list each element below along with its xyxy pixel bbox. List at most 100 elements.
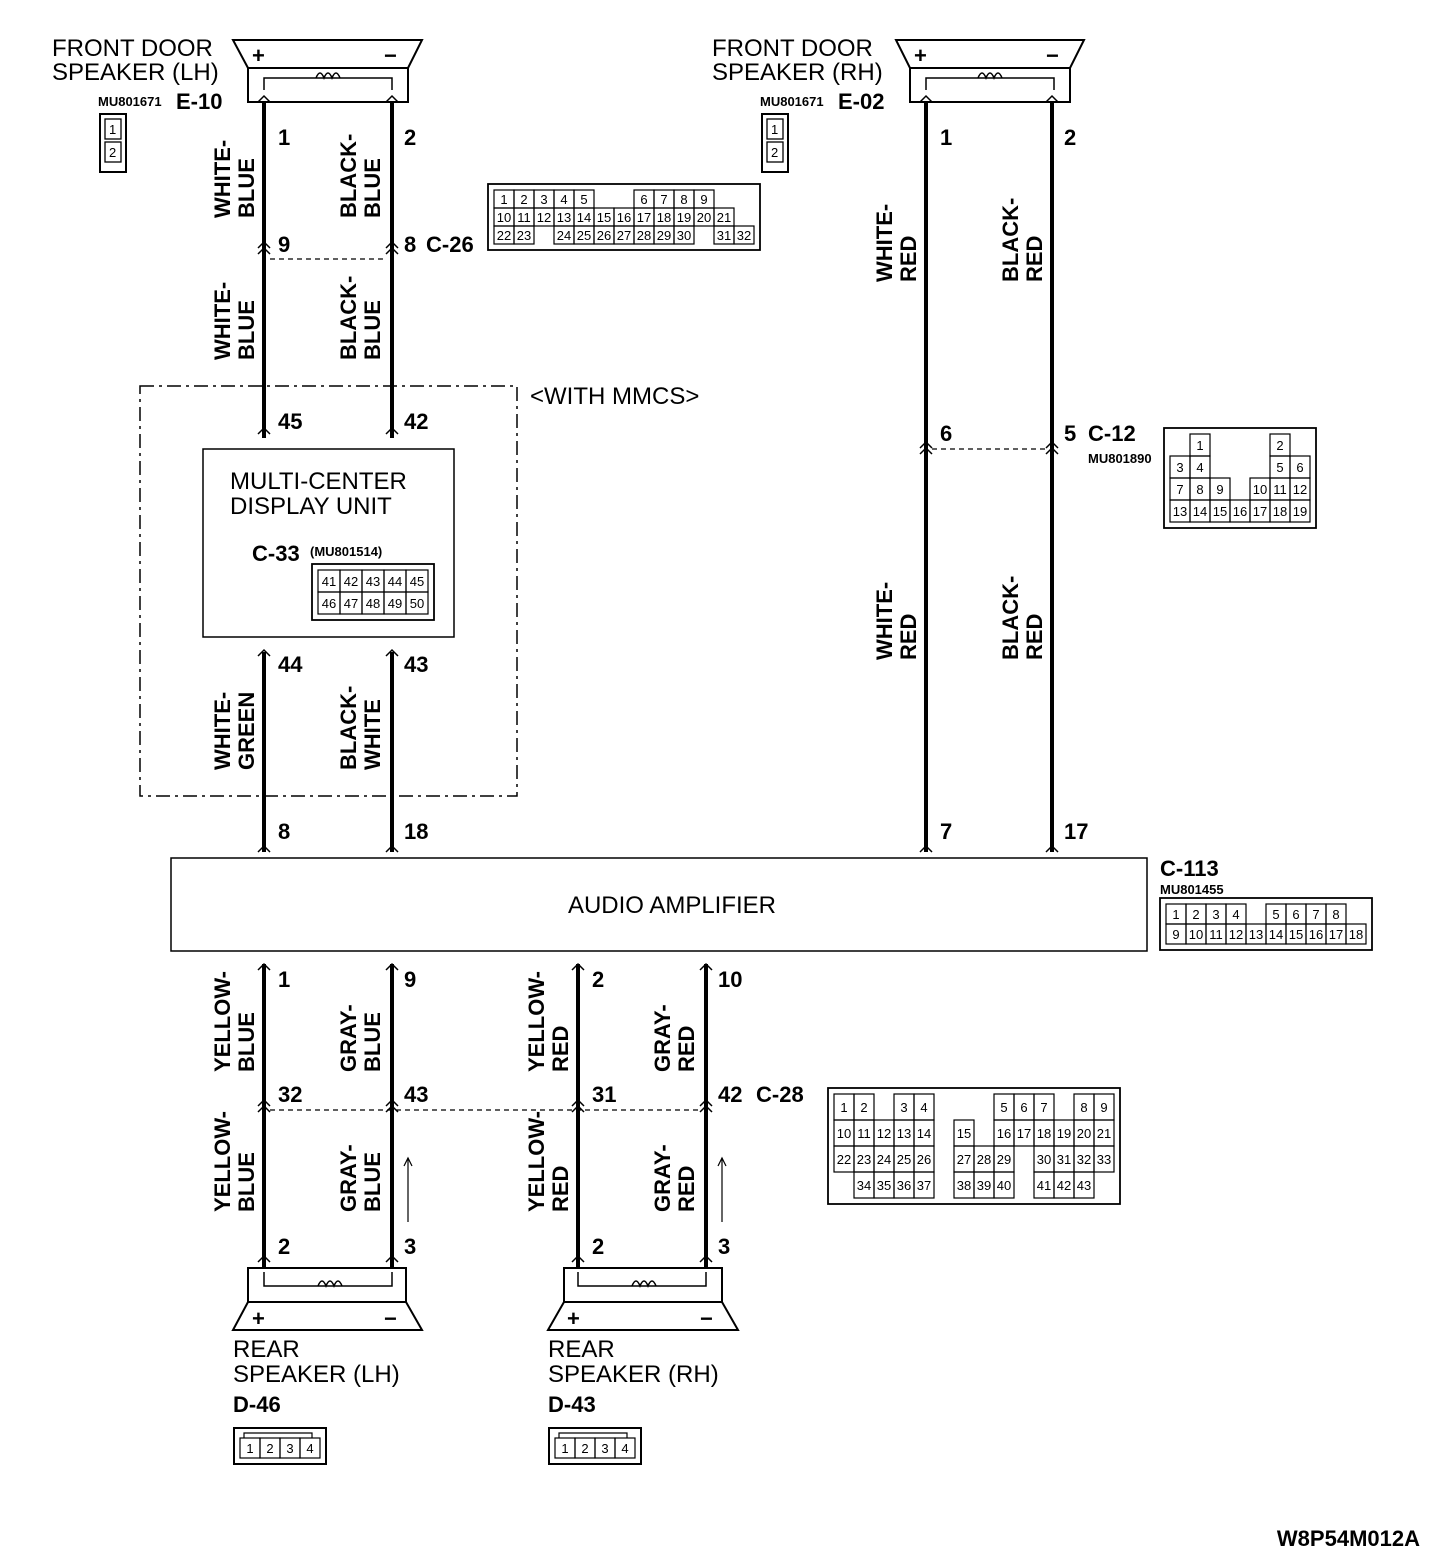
connector-cavity <box>993 1171 1015 1199</box>
connector-cavity-number: 12 <box>1293 482 1307 497</box>
front-left-wires <box>257 94 399 438</box>
connector-cavity-number: 31 <box>717 228 731 243</box>
housing-cell: 2 <box>771 145 778 160</box>
connector-cavity-number: 21 <box>1097 1126 1111 1141</box>
wire-color-label: BLUE <box>234 1152 259 1212</box>
connector-cavity-number: 10 <box>837 1126 851 1141</box>
connector-cavity-number: 30 <box>1037 1152 1051 1167</box>
connector-cavity <box>913 1171 935 1199</box>
connector-cavity-number: 8 <box>1332 907 1339 922</box>
connector-cavity <box>974 1094 994 1120</box>
connector-cavity-number: 6 <box>1296 460 1303 475</box>
connector-cavity-number: 4 <box>1232 907 1239 922</box>
connector-cavity-number: 5 <box>580 192 587 207</box>
pin-label: 43 <box>404 652 428 677</box>
amplifier-box <box>170 857 1148 952</box>
wire-color-label: GRAY- <box>336 1004 361 1072</box>
connector-cavity-number: 42 <box>344 574 358 589</box>
connector-cavity-number: 11 <box>1209 927 1223 942</box>
wire-color-label: BLACK- <box>336 134 361 218</box>
connector-cavity <box>1210 434 1230 456</box>
connector-cavity-number: 15 <box>1213 504 1227 519</box>
wire-color-label: WHITE- <box>210 692 235 770</box>
connector-cavity-number: 36 <box>897 1178 911 1193</box>
connector-cavity-number: 6 <box>640 192 647 207</box>
pin-label: 2 <box>278 1234 290 1259</box>
pin-label: 42 <box>718 1082 742 1107</box>
connector-cavity-number: 5 <box>1272 907 1279 922</box>
connector-cavity-number: 1 <box>1196 438 1203 453</box>
connector-cavity <box>1073 1171 1095 1199</box>
connector-cavity <box>405 591 429 615</box>
wire-color-label: WHITE <box>360 699 385 770</box>
connector-cavity-number: 27 <box>957 1152 971 1167</box>
connector-cavity-number: 25 <box>897 1152 911 1167</box>
connector-cavity <box>1093 1145 1115 1173</box>
amplifier-name: AUDIO AMPLIFIER <box>568 892 776 919</box>
front-left-speaker-name-2: SPEAKER (LH) <box>52 59 219 86</box>
connector-cavity-number: 2 <box>1276 438 1283 453</box>
wire-color-label: BLUE <box>234 158 259 218</box>
wire-color-label: GRAY- <box>650 1004 675 1072</box>
connector-cavity-number: 2 <box>520 192 527 207</box>
connector-cavity-number: 18 <box>1349 927 1363 942</box>
connector-cavity-number: 20 <box>697 210 711 225</box>
housing-cell: 3 <box>601 1441 608 1456</box>
c26-connector-code: C-26 <box>426 232 474 257</box>
pin-label: 2 <box>592 1234 604 1259</box>
c33-part-number: (MU801514) <box>310 544 382 559</box>
speaker-body <box>909 67 1071 103</box>
connector-cavity-number: 13 <box>1173 504 1187 519</box>
connector-cavity-number: 50 <box>410 596 424 611</box>
connector-cavity-number: 10 <box>497 210 511 225</box>
connector-cavity-number: 12 <box>537 210 551 225</box>
connector-cavity-number: 14 <box>577 210 591 225</box>
wire-color-label: GRAY- <box>336 1144 361 1212</box>
connector-cavity-number: 5 <box>1000 1100 1007 1115</box>
connector-cavity <box>1170 434 1190 456</box>
terminal-minus-label: − <box>1046 43 1059 68</box>
pin-label: 3 <box>404 1234 416 1259</box>
front-left-part-number: MU801671 <box>98 94 162 109</box>
connector-cavity-number: 45 <box>410 574 424 589</box>
housing-cell: 2 <box>266 1441 273 1456</box>
housing-cell: 2 <box>581 1441 588 1456</box>
connector-cavity-number: 2 <box>1192 907 1199 922</box>
wire-color-label: BLACK- <box>998 198 1023 282</box>
connector-cavity-number: 16 <box>997 1126 1011 1141</box>
connector-cavity <box>934 1094 954 1120</box>
wire-color-label: RED <box>896 236 921 282</box>
d43-connector-code: D-43 <box>548 1392 596 1417</box>
wire-color-label: RED <box>1022 236 1047 282</box>
connector-cavity-number: 4 <box>560 192 567 207</box>
multi-center-display-unit <box>202 448 455 638</box>
connector-cavity-number: 27 <box>617 228 631 243</box>
terminal-minus-label: − <box>700 1306 713 1331</box>
coil-icon <box>315 72 341 81</box>
connector-cavity-number: 8 <box>680 192 687 207</box>
connector-cavity-number: 12 <box>877 1126 891 1141</box>
housing-cell: 1 <box>109 122 116 137</box>
connector-cavity-number: 17 <box>637 210 651 225</box>
connector-cavity-number: 14 <box>917 1126 931 1141</box>
coil-icon <box>977 72 1003 81</box>
wire-color-label: BLACK- <box>998 576 1023 660</box>
connector-cavity-number: 40 <box>997 1178 1011 1193</box>
connector-cavity-number: 9 <box>1100 1100 1107 1115</box>
housing-cell: 4 <box>306 1441 313 1456</box>
pin-label: 42 <box>404 409 428 434</box>
connector-cavity-number: 41 <box>322 574 336 589</box>
connector-cavity-number: 19 <box>1293 504 1307 519</box>
terminal-plus-label: + <box>252 1306 265 1331</box>
rear-left-speaker-name-2: SPEAKER (LH) <box>233 1361 400 1388</box>
pin-label: 32 <box>278 1082 302 1107</box>
connector-cavity <box>1230 456 1250 478</box>
connector-cavity-number: 32 <box>737 228 751 243</box>
connector-cavity-number: 16 <box>1309 927 1323 942</box>
front-right-part-number: MU801671 <box>760 94 824 109</box>
rear-right-speaker-name-2: SPEAKER (RH) <box>548 1361 719 1388</box>
